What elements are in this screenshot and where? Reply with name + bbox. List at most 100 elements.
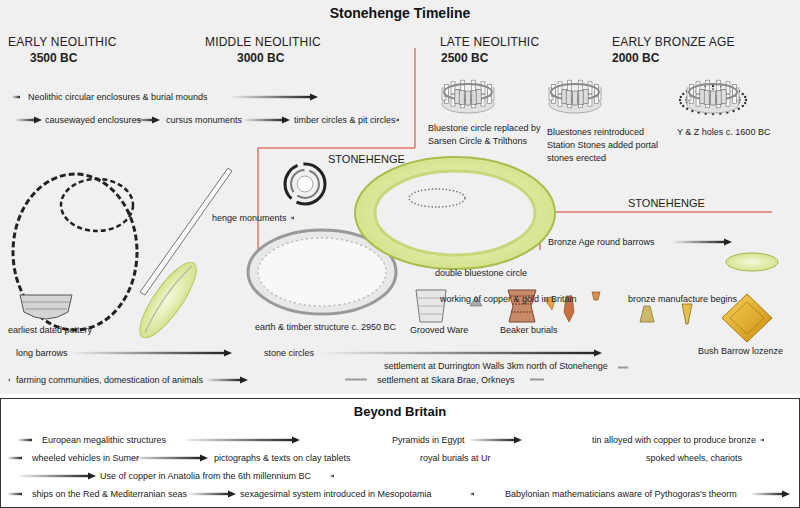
timeline-label: 2500 BC <box>441 51 488 65</box>
timeline-label: working of copper & gold in Britain <box>440 294 577 305</box>
z-hole <box>680 96 682 98</box>
trilithon <box>466 91 471 105</box>
timeline-label: Bush Barrow lozenze <box>698 346 783 357</box>
timeline-arrow <box>760 439 764 441</box>
timeline-arrow <box>8 457 22 459</box>
sarsen-stone <box>558 94 562 106</box>
timeline-label: LATE NEOLITHIC <box>440 35 539 49</box>
z-hole <box>682 105 684 107</box>
timeline-arrow <box>8 493 22 495</box>
timeline-label: Beaker burials <box>500 325 558 336</box>
sarsen-stone <box>726 82 730 94</box>
arrow-head <box>514 437 522 444</box>
sarsen-stone <box>481 94 485 106</box>
trilithon <box>459 91 464 105</box>
arrow-head <box>292 437 300 444</box>
timeline-arrow <box>752 493 784 495</box>
arrow-head <box>594 350 602 357</box>
timeline-label: royal burials at Ur <box>420 453 491 464</box>
timeline-arrow <box>395 119 399 121</box>
long-barrow <box>131 255 206 345</box>
timeline-arrow <box>205 379 242 381</box>
bronze-dagger <box>682 304 692 324</box>
timeline-arrow <box>470 493 474 495</box>
timeline-arrow <box>14 119 36 121</box>
timeline-label: farming communities, domestication of an… <box>16 375 203 386</box>
z-hole <box>745 99 747 101</box>
timeline-label: timber circles & pit circles <box>294 115 396 126</box>
arrow-head <box>310 94 318 101</box>
timeline-arrow <box>322 352 596 354</box>
sarsen-stone <box>481 82 485 94</box>
arrow-head <box>34 117 42 124</box>
trilithon <box>476 89 481 103</box>
timeline-label: long barrows <box>16 348 68 359</box>
timeline-arrow <box>72 352 226 354</box>
z-hole <box>744 102 746 104</box>
timeline-arrow <box>230 96 312 98</box>
timeline-label: spoked wheels, chariots <box>646 453 742 464</box>
timeline-arrow <box>243 119 284 121</box>
stonehenge-icons <box>442 80 747 115</box>
settlement-bar <box>530 379 544 381</box>
timeline-label: cursus monuments <box>166 115 242 126</box>
causewayed-enclosure <box>13 174 137 330</box>
timeline-arrow <box>190 493 230 495</box>
timeline-label: bronze manufacture begins <box>628 294 737 305</box>
trilithon <box>711 91 716 105</box>
timeline-label: sexagesimal system introduced in Mesopot… <box>240 489 432 500</box>
z-hole <box>744 96 746 98</box>
timeline-label: EARLY BRONZE AGE <box>612 35 735 49</box>
timeline-label: Bluestones reintroduced Station Stones a… <box>547 126 665 165</box>
timeline-label: earliest dated pottery <box>8 325 92 336</box>
timeline-arrow <box>672 241 726 243</box>
timeline-label: settlement at Durrington Walls 3km north… <box>384 361 608 372</box>
timeline-label: causewayed enclosures <box>45 115 141 126</box>
arrow-head <box>152 117 160 124</box>
timeline-arrow <box>290 217 294 219</box>
trilithon <box>566 91 571 105</box>
timeline-label: Grooved Ware <box>410 325 468 336</box>
timeline-label: Pyramids in Egypt <box>392 435 465 446</box>
z-hole <box>686 108 688 110</box>
timeline-arrow <box>470 439 516 441</box>
timeline-label: Bluestone circle replaced by Sarsen Circ… <box>428 122 546 148</box>
timeline-label: STONEHENGE <box>328 153 405 166</box>
timeline-label: stone circles <box>264 348 314 359</box>
sarsen-stone <box>451 94 455 106</box>
timeline-arrow <box>330 475 334 477</box>
timeline-label: henge monuments <box>212 213 287 224</box>
timeline-label: 3000 BC <box>237 51 284 65</box>
timeline-label: double bluestone circle <box>435 268 527 279</box>
sarsen-stone <box>558 82 562 94</box>
timeline-label: Neolithic circular enclosures & burial m… <box>28 92 208 103</box>
arrow-head <box>782 491 790 498</box>
timeline-label: MIDDLE NEOLITHIC <box>205 35 321 49</box>
double-bluestone-henge <box>355 157 555 269</box>
panel-heading: Beyond Britain <box>1 404 799 419</box>
timeline-label: earth & timber structure c. 2950 BC <box>255 322 396 333</box>
timeline-label: 2000 BC <box>612 51 659 65</box>
z-hole <box>742 105 744 107</box>
causewayed-enclosure-inner <box>61 179 133 231</box>
z-hole <box>742 93 744 95</box>
sarsen-stone <box>696 82 700 94</box>
timeline-label: Bronze Age round barrows <box>548 237 655 248</box>
z-hole <box>679 99 681 101</box>
sarsen-stone <box>451 82 455 94</box>
lozenge-inner <box>730 302 764 334</box>
timeline-label: European megalithic structures <box>42 435 166 446</box>
trilithon <box>704 91 709 105</box>
z-hole <box>738 108 740 110</box>
henge-monument <box>285 164 325 204</box>
timeline-label: Babylonian mathematicians aware of Pytho… <box>505 489 737 500</box>
sarsen-stone <box>588 82 592 94</box>
sarsen-stone <box>726 94 730 106</box>
trilithon <box>573 91 578 105</box>
arrow-head <box>200 455 208 462</box>
arrow-head <box>228 491 236 498</box>
timeline-arrow <box>12 96 20 98</box>
diagram-title: Stonehenge Timeline <box>0 5 800 21</box>
trilithon <box>583 89 588 103</box>
